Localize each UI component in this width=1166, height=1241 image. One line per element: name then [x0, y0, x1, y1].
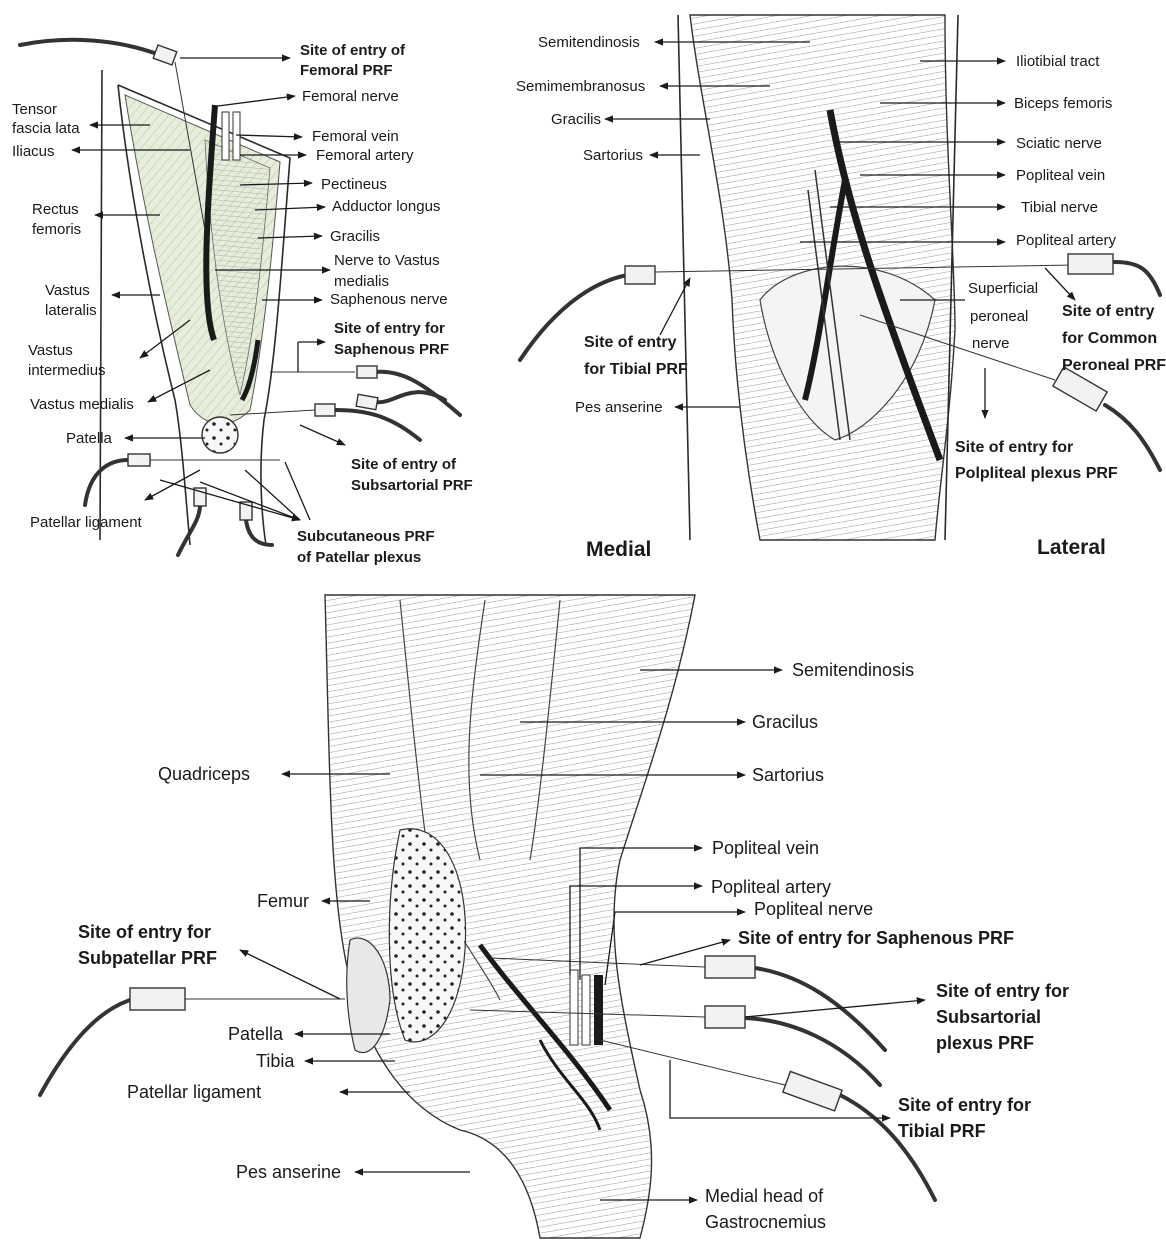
label-quadriceps: Quadriceps: [158, 764, 250, 784]
label-nerve-to-vastus: Nerve to Vastus: [334, 252, 440, 269]
label-knee-patella: Patella: [228, 1024, 284, 1044]
label-subcutaneous-2: of Patellar plexus: [297, 549, 421, 566]
label-lateralis: lateralis: [45, 302, 97, 319]
label-site-popliteal-2: Polpliteal plexus PRF: [955, 465, 1118, 482]
label-saphenous-nerve: Saphenous nerve: [330, 291, 448, 308]
label-site-tibial-1: Site of entry: [584, 334, 677, 351]
label-site-tibial-2: for Tibial PRF: [584, 361, 688, 378]
label-site-subpatellar-1: Site of entry for: [78, 922, 211, 942]
label-rectus: Rectus: [32, 201, 79, 218]
label-patellar-ligament: Patellar ligament: [30, 514, 143, 531]
label-site-knee-saphenous: Site of entry for Saphenous PRF: [738, 928, 1014, 948]
label-iliacus: Iliacus: [12, 143, 55, 160]
label-subcutaneous-1: Subcutaneous PRF: [297, 528, 435, 545]
label-femur: Femur: [257, 891, 309, 911]
label-tibia: Tibia: [256, 1051, 295, 1071]
label-iliotibial-tract: Iliotibial tract: [1016, 53, 1100, 70]
label-knee-sartorius: Sartorius: [752, 765, 824, 785]
posterior-panel: Semitendinosis Semimembranosus Gracilis …: [516, 15, 1166, 561]
label-site-saphenous-2: Saphenous PRF: [334, 341, 449, 358]
knee-limb: [325, 595, 695, 1238]
label-post-sartorius: Sartorius: [583, 147, 643, 164]
label-medial: Medial: [586, 538, 651, 561]
label-post-pes-anserine: Pes anserine: [575, 399, 663, 416]
label-gastrocnemius: Gastrocnemius: [705, 1212, 826, 1232]
label-popliteal-nerve: Popliteal nerve: [754, 899, 873, 919]
label-site-peroneal-1: Site of entry: [1062, 303, 1155, 320]
label-site-knee-tibial-1: Site of entry for: [898, 1095, 1031, 1115]
label-site-subpatellar-2: Subpatellar PRF: [78, 948, 217, 968]
label-superficial: Superficial: [968, 280, 1038, 297]
label-femoral-nerve: Femoral nerve: [302, 88, 399, 105]
label-post-semitendinosis: Semitendinosis: [538, 34, 640, 51]
label-sciatic-nerve: Sciatic nerve: [1016, 135, 1102, 152]
label-site-popliteal-1: Site of entry for: [955, 439, 1073, 456]
thigh-panel: Tensor fascia lata Iliacus Rectus femori…: [12, 40, 473, 566]
label-adductor-longus: Adductor longus: [332, 198, 440, 215]
label-site-femoral-1: Site of entry of: [300, 42, 406, 59]
label-post-popliteal-artery: Popliteal artery: [1016, 232, 1117, 249]
label-vastus-medialis: Vastus medialis: [30, 396, 134, 413]
label-post-semimembranosus: Semimembranosus: [516, 78, 645, 95]
knee-panel: Quadriceps Femur Patella Tibia Patellar …: [40, 595, 1069, 1238]
label-site-peroneal-3: Peroneal PRF: [1062, 357, 1166, 374]
label-knee-patellar-ligament: Patellar ligament: [127, 1082, 261, 1102]
label-site-subsartorial-plexus-3: plexus PRF: [936, 1033, 1034, 1053]
label-knee-pes-anserine: Pes anserine: [236, 1162, 341, 1182]
label-lateral: Lateral: [1037, 536, 1106, 559]
label-site-peroneal-2: for Common: [1062, 330, 1157, 347]
label-femoral-vein: Femoral vein: [312, 128, 399, 145]
label-post-gracilis: Gracilis: [551, 111, 601, 128]
label-peroneal: peroneal: [970, 308, 1028, 325]
label-site-subsartorial-2: Subsartorial PRF: [351, 477, 473, 494]
label-tensor: Tensor: [12, 101, 57, 118]
label-medial-head: Medial head of: [705, 1186, 824, 1206]
label-site-subsartorial-plexus-1: Site of entry for: [936, 981, 1069, 1001]
label-knee-popliteal-artery: Popliteal artery: [711, 877, 831, 897]
label-fascia-lata: fascia lata: [12, 120, 80, 137]
label-tibial-nerve: Tibial nerve: [1021, 199, 1098, 216]
label-site-knee-tibial-2: Tibial PRF: [898, 1121, 986, 1141]
label-site-saphenous-1: Site of entry for: [334, 320, 445, 337]
label-site-subsartorial-1: Site of entry of: [351, 456, 457, 473]
label-knee-popliteal-vein: Popliteal vein: [712, 838, 819, 858]
label-site-femoral-2: Femoral PRF: [300, 62, 393, 79]
label-femoris: femoris: [32, 221, 81, 238]
label-site-subsartorial-plexus-2: Subsartorial: [936, 1007, 1041, 1027]
label-biceps-femoris: Biceps femoris: [1014, 95, 1112, 112]
label-gracilus: Gracilus: [752, 712, 818, 732]
label-gracilis: Gracilis: [330, 228, 380, 245]
label-knee-semitendinosis: Semitendinosis: [792, 660, 914, 680]
label-nerve: nerve: [972, 335, 1010, 352]
label-intermedius: intermedius: [28, 362, 106, 379]
label-vastus-1: Vastus: [45, 282, 90, 299]
label-femoral-artery: Femoral artery: [316, 147, 414, 164]
label-vastus-2: Vastus: [28, 342, 73, 359]
label-medialis: medialis: [334, 273, 389, 290]
patella-shape: [202, 417, 238, 453]
label-post-popliteal-vein: Popliteal vein: [1016, 167, 1105, 184]
label-patella: Patella: [66, 430, 113, 447]
label-pectineus: Pectineus: [321, 176, 387, 193]
